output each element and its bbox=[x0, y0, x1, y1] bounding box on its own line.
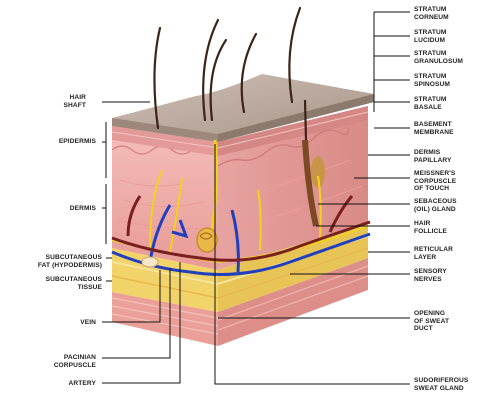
label-dermis-papillary: DERMIS PAPILLARY bbox=[414, 149, 452, 164]
label-artery: ARTERY bbox=[69, 380, 96, 388]
label-sensory-nerves: SENSORY NERVES bbox=[414, 268, 447, 283]
label-subcutaneous-tissue: SUBCUTANEOUS TISSUE bbox=[46, 276, 102, 291]
label-vein: VEIN bbox=[80, 319, 96, 327]
label-basement-membrane: BASEMENT MEMBRANE bbox=[414, 121, 454, 136]
label-stratum-corneum: STRATUM CORNEUM bbox=[414, 6, 449, 21]
label-epidermis: EPIDERMIS bbox=[59, 138, 96, 146]
label-hair-shaft: HAIR SHAFT bbox=[64, 94, 86, 109]
label-sebaceous-gland: SEBACEOUS (OIL) GLAND bbox=[414, 198, 457, 213]
label-sudoriferous-sweat-gland: SUDORIFEROUS SWEAT GLAND bbox=[414, 377, 468, 392]
label-reticular-layer: RETICULAR LAYER bbox=[414, 246, 453, 261]
label-pacinian-corpuscle: PACINIAN CORPUSCLE bbox=[54, 354, 96, 369]
pacinian-corpuscle bbox=[142, 257, 158, 267]
label-hair-follicle: HAIR FOLLICLE bbox=[414, 220, 447, 235]
label-dermis: DERMIS bbox=[70, 205, 96, 213]
label-subcutaneous-fat: SUBCUTANEOUS FAT (HYPODERMIS) bbox=[38, 254, 102, 269]
label-stratum-granulosum: STRATUM GRANULOSUM bbox=[414, 50, 463, 65]
label-stratum-lucidum: STRATUM LUCIDUM bbox=[414, 29, 446, 44]
label-opening-of-sweat-duct: OPENING OF SWEAT DUCT bbox=[414, 310, 449, 333]
label-stratum-spinosum: STRATUM SPINOSUM bbox=[414, 73, 450, 88]
label-meissners-corpuscle: MEISSNER'S CORPUSCLE OF TOUCH bbox=[414, 170, 456, 193]
label-stratum-basale: STRATUM BASALE bbox=[414, 96, 446, 111]
